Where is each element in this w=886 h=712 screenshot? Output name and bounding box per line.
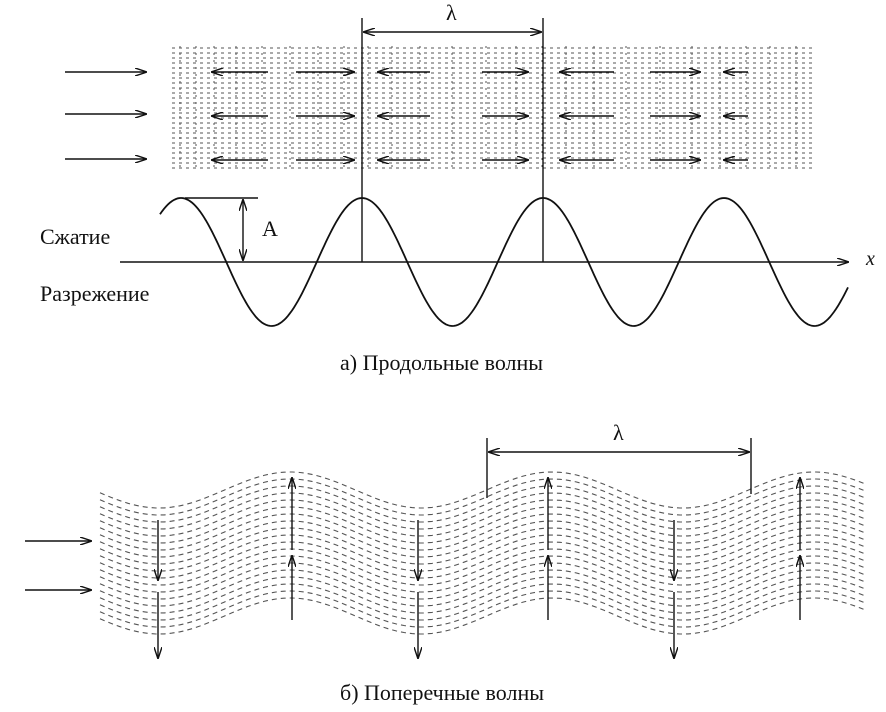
transverse-particle-arrows: [158, 478, 800, 658]
wavelength-label-bottom: λ: [613, 420, 624, 445]
medium-wave-line: [99, 485, 865, 523]
caption-longitudinal: а) Продольные волны: [340, 350, 544, 375]
longitudinal-incoming-arrows: [65, 72, 146, 159]
medium-wave-line: [99, 548, 865, 586]
medium-wave-line: [99, 569, 865, 607]
longitudinal-particle-arrows: [212, 72, 748, 160]
amplitude-marker: [185, 197, 258, 260]
transverse-incoming-arrows: [25, 541, 91, 590]
medium-wave-line: [99, 555, 865, 593]
medium-wave-line: [99, 492, 865, 530]
medium-wave-line: [99, 562, 865, 600]
wavelength-label-top: λ: [446, 0, 457, 25]
sine-curve: [159, 197, 849, 327]
medium-wave-line: [99, 506, 865, 544]
medium-wave-line: [99, 520, 865, 558]
medium-wave-line: [99, 499, 865, 537]
medium-wave-line: [99, 541, 865, 579]
medium-wave-line: [99, 478, 865, 516]
transverse-medium-lines: [99, 471, 865, 635]
caption-transverse: б) Поперечные волны: [340, 680, 545, 705]
x-axis-label: x: [866, 248, 875, 270]
medium-wave-line: [99, 590, 865, 628]
wavelength-marker-bottom: [486, 438, 752, 498]
medium-wave-line: [99, 597, 865, 635]
medium-wave-line: [99, 513, 865, 551]
medium-wave-line: [99, 583, 865, 621]
longitudinal-medium-lines: [172, 46, 812, 172]
medium-wave-line: [99, 576, 865, 614]
wavelength-marker-top: [361, 18, 544, 262]
rarefaction-label: Разрежение: [40, 281, 150, 306]
amplitude-label: A: [262, 216, 278, 241]
medium-wave-line: [99, 471, 865, 509]
medium-wave-line: [99, 527, 865, 565]
medium-wave-line: [99, 534, 865, 572]
compression-label: Сжатие: [40, 224, 111, 249]
